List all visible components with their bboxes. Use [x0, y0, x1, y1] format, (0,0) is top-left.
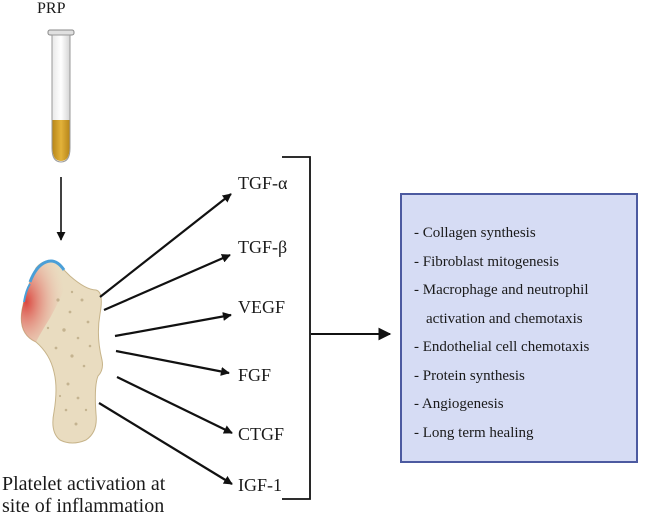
- factor-tgf-beta: TGF-β: [238, 237, 288, 257]
- effect-item: - Angiogenesis: [414, 396, 504, 412]
- arrow-tgf-alpha: [99, 193, 232, 298]
- arrow-igf1: [98, 402, 233, 485]
- factor-vegf: VEGF: [238, 297, 286, 317]
- effect-item: - Collagen synthesis: [414, 225, 536, 241]
- factor-ctgf: CTGF: [238, 424, 285, 444]
- factor-fgf: FGF: [238, 365, 272, 385]
- caption-line-1: Platelet activation at: [2, 473, 166, 495]
- effect-item: - Long term healing: [414, 424, 534, 441]
- factor-igf-1: IGF-1: [238, 475, 282, 495]
- effect-item-continuation: activation and chemotaxis: [426, 310, 583, 327]
- arrow-ctgf: [116, 376, 233, 434]
- factor-tgf-alpha: TGF-α: [238, 173, 288, 193]
- prp-label: PRP: [37, 0, 66, 17]
- effect-item: - Protein synthesis: [414, 367, 525, 384]
- caption-line-2: site of inflammation: [2, 495, 165, 517]
- test-tube-icon: [47, 29, 75, 163]
- bone-caption: Platelet activation at site of inflammat…: [2, 473, 165, 517]
- arrow-vegf: [114, 312, 232, 338]
- arrow-tgf-beta: [103, 253, 231, 312]
- effects-list: - Collagen synthesis - Fibroblast mitoge…: [414, 219, 628, 447]
- effect-item: - Macrophage and neutrophil: [414, 282, 589, 298]
- factor-bracket: [282, 156, 311, 500]
- factor-arrows: [98, 193, 233, 485]
- effects-box: - Collagen synthesis - Fibroblast mitoge…: [400, 193, 638, 463]
- arrow-fgf: [115, 349, 230, 376]
- bone-icon: [20, 259, 103, 444]
- effect-item: - Fibroblast mitogenesis: [414, 253, 559, 270]
- effect-item: - Endothelial cell chemotaxis: [414, 339, 590, 355]
